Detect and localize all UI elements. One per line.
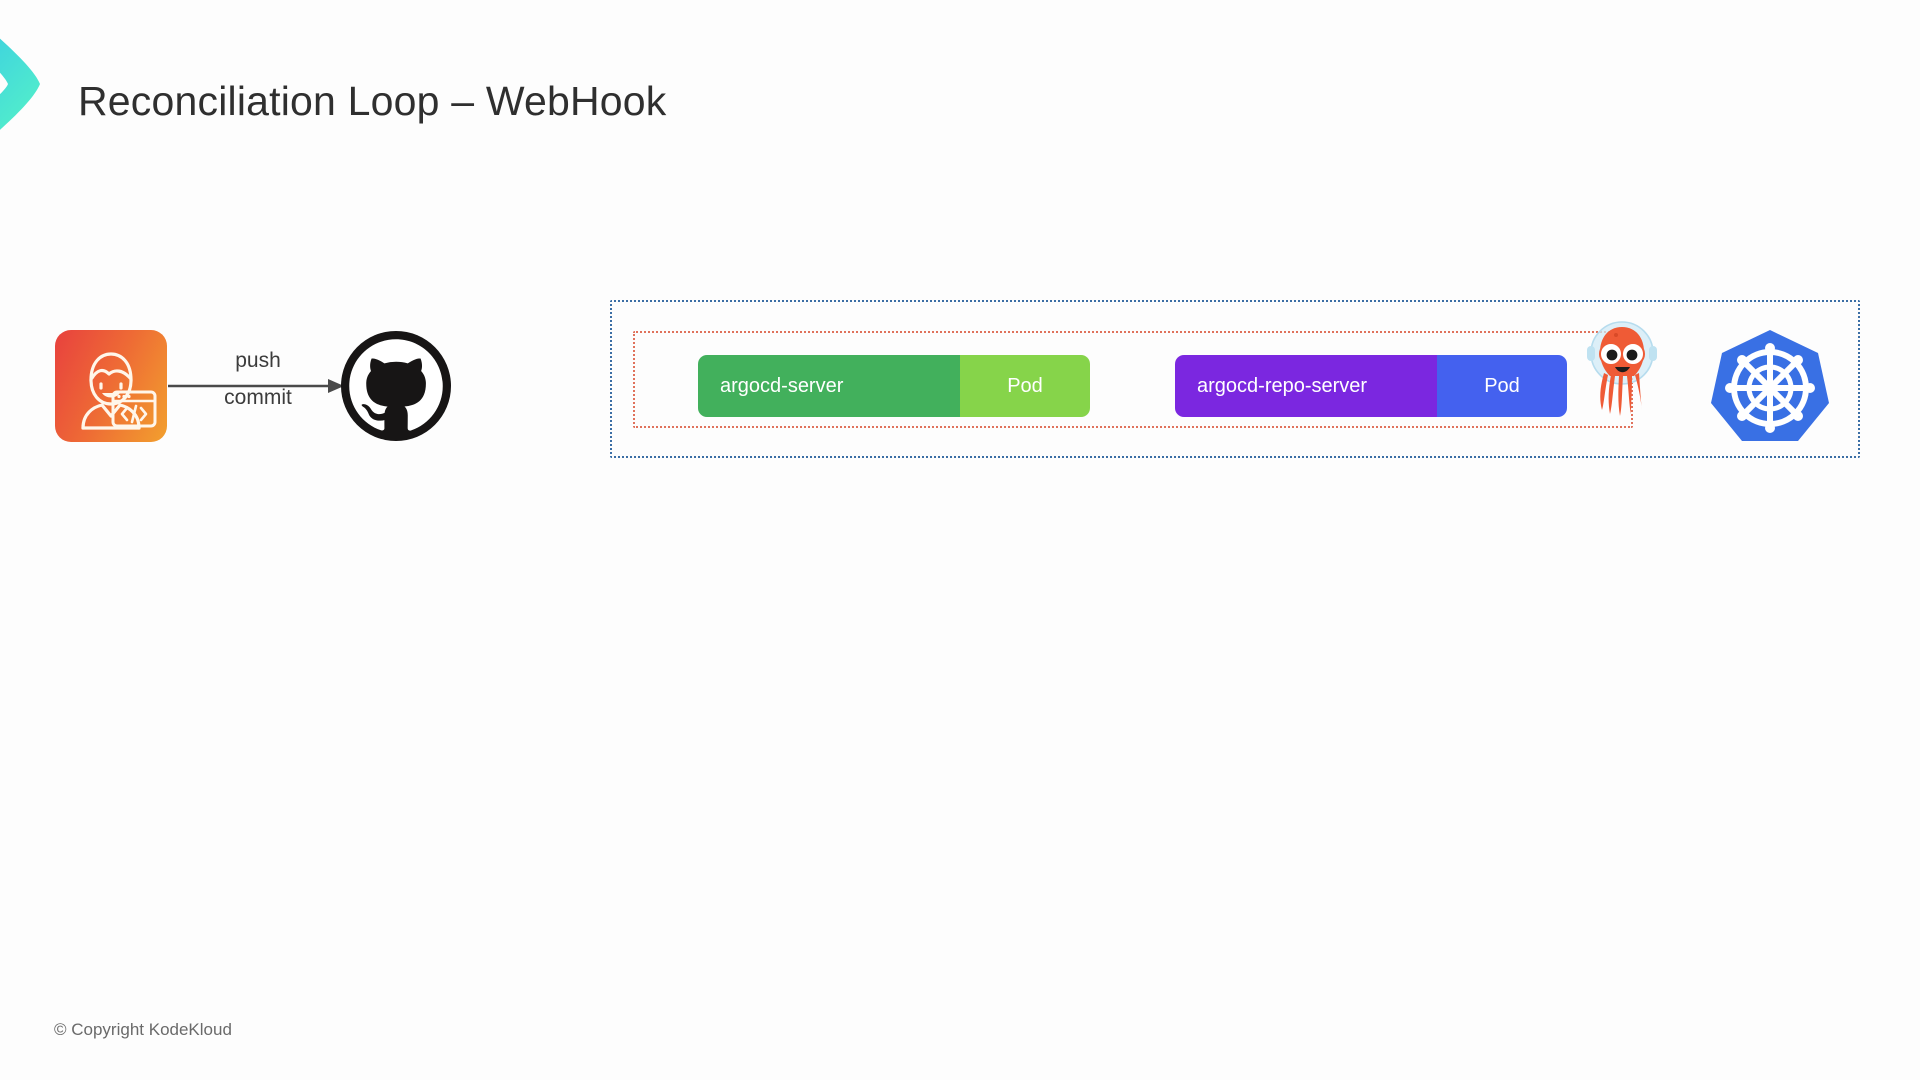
argocd-server-pod[interactable]: argocd-server Pod: [698, 355, 1090, 417]
argocd-repo-server-pod[interactable]: argocd-repo-server Pod: [1175, 355, 1567, 417]
argocd-octopus-logo: [1586, 315, 1658, 427]
arrow-label-commit: commit: [224, 386, 292, 409]
developer-icon: [55, 330, 167, 442]
arrow-label-push: push: [235, 349, 281, 372]
github-octocat-logo: [341, 331, 451, 441]
kubernetes-logo: [1708, 327, 1832, 445]
argocd-server-pod-kind: Pod: [960, 355, 1090, 417]
argocd-server-pod-name: argocd-server: [698, 355, 960, 417]
kubernetes-cluster-boundary: [610, 300, 1860, 458]
footer-copyright: © Copyright KodeKloud: [54, 1020, 232, 1039]
push-commit-arrow: [168, 375, 348, 397]
page-title: Reconciliation Loop – WebHook: [78, 78, 667, 124]
argocd-repo-server-pod-name: argocd-repo-server: [1175, 355, 1437, 417]
kodekloud-chevron-logo: [0, 0, 52, 172]
argocd-repo-server-pod-kind: Pod: [1437, 355, 1567, 417]
